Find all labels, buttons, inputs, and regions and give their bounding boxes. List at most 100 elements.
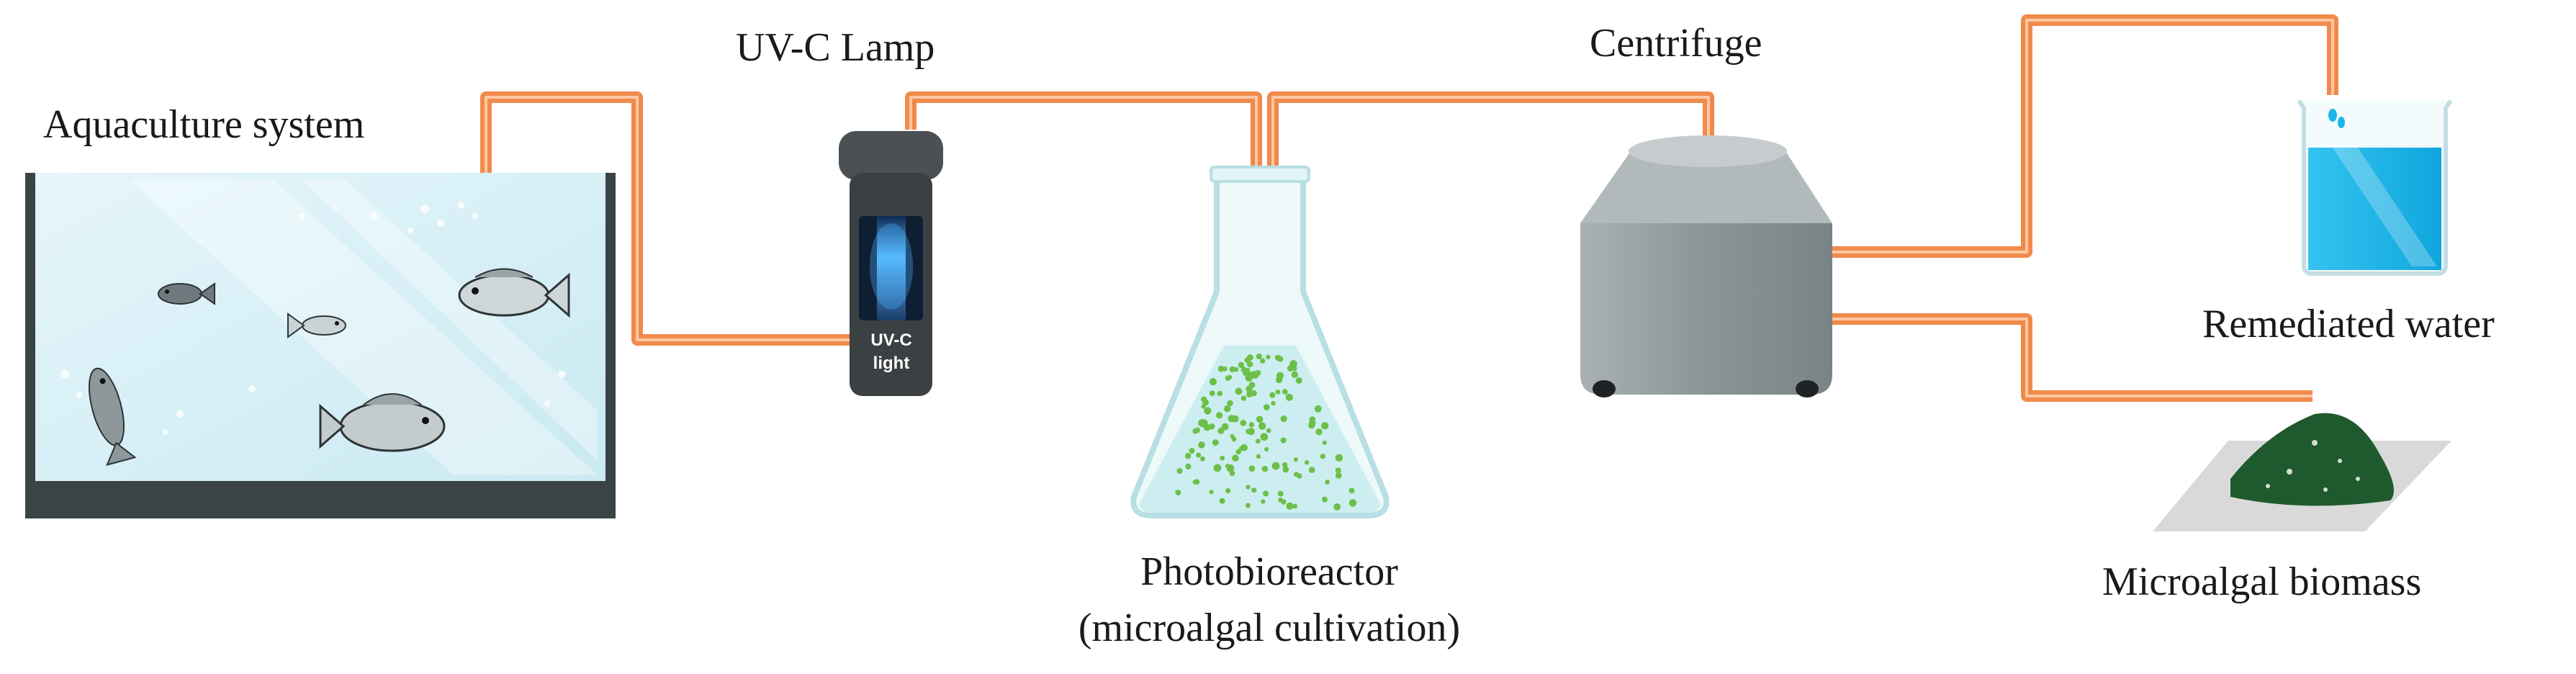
label-microalgal-biomass: Microalgal biomass — [2102, 560, 2421, 604]
algae-dot — [1217, 390, 1222, 397]
lamp-text-uvc: UV-C — [870, 331, 911, 350]
beaker-icon — [2297, 99, 2453, 276]
algae-dot — [1225, 375, 1231, 381]
fish-icon — [458, 268, 570, 318]
algae-dot — [1240, 420, 1247, 426]
algae-dot — [1335, 454, 1343, 462]
tank-glass-reflection — [130, 180, 598, 475]
tank-glass-reflection — [302, 180, 598, 461]
uv-halo — [870, 223, 913, 310]
algae-dot — [1260, 433, 1269, 441]
algae-dot — [1245, 503, 1251, 508]
algae-dot — [1321, 422, 1329, 430]
biomass-pile-icon — [2153, 413, 2451, 531]
algae-dot — [1227, 400, 1233, 407]
flask-rim — [1210, 166, 1310, 183]
algae-dot — [1223, 405, 1231, 413]
label-remediated-water: Remediated water — [2202, 302, 2495, 346]
algae-dot — [1285, 393, 1293, 401]
algae-dot — [1255, 369, 1261, 376]
centrifuge-foot — [1796, 380, 1819, 397]
algae-dot — [1314, 405, 1322, 413]
label-aquaculture-system: Aquaculture system — [43, 102, 364, 147]
algae-dot — [1209, 490, 1214, 495]
algae-dot — [1230, 433, 1235, 439]
algae-dot — [1309, 416, 1316, 423]
uv-lamp-icon: UV-C light — [839, 131, 943, 396]
algae-dot — [1220, 455, 1225, 461]
algae-dot — [1320, 454, 1325, 459]
tank-base — [25, 481, 616, 518]
algae-dot — [1282, 466, 1289, 473]
algae-dot — [1185, 452, 1192, 459]
algae-dot — [1229, 366, 1236, 373]
algae-dot — [1278, 497, 1283, 503]
algae-dot — [1292, 503, 1298, 509]
centrifuge-foot — [1593, 380, 1616, 397]
algae-dot — [1201, 404, 1206, 409]
algae-dot — [1348, 499, 1357, 507]
algae-dot — [1198, 441, 1205, 449]
algae-dot — [1277, 490, 1284, 497]
algae-dot — [1304, 460, 1310, 465]
algae-dot — [1225, 464, 1230, 469]
algae-dot — [1176, 468, 1183, 474]
algae-dot — [1238, 361, 1245, 369]
algae-dot — [1292, 366, 1297, 372]
lamp-cap — [839, 131, 943, 180]
algae-dot — [1315, 428, 1323, 436]
algae-dot — [1203, 423, 1211, 431]
algae-dot — [1261, 465, 1269, 472]
lamp-text-light: light — [873, 354, 910, 373]
fish-icon — [89, 367, 137, 467]
algae-dot — [1189, 448, 1195, 454]
algae-dot — [1198, 419, 1206, 427]
algae-dot — [1233, 367, 1239, 372]
algae-dot — [1263, 490, 1269, 497]
algae-dot — [1308, 423, 1314, 428]
algae-dot — [1219, 498, 1225, 504]
algae-dot — [1275, 390, 1281, 395]
algae-dot — [1245, 367, 1251, 372]
pipe-highlight — [1832, 318, 2312, 397]
pipe-network — [480, 14, 2338, 402]
algae-dot — [1271, 462, 1280, 470]
water-bubbles — [60, 202, 565, 435]
algae-dot — [1264, 446, 1269, 452]
algae-dot — [1282, 462, 1288, 468]
algae-dot — [1258, 422, 1266, 430]
tank-side-left — [25, 173, 35, 484]
algae-dot — [1322, 440, 1327, 445]
algae-dot — [1246, 387, 1251, 393]
algae-dot — [1200, 456, 1205, 462]
algae-dot — [1231, 415, 1239, 423]
algae-dot — [1217, 365, 1225, 372]
algae-dot — [1185, 463, 1192, 470]
algae-dot — [1256, 454, 1261, 459]
algae-dot — [1294, 472, 1300, 477]
pipe-lamp-to-flask — [905, 91, 1262, 216]
algae-dot — [1246, 485, 1251, 490]
algae-dot — [1196, 452, 1202, 458]
label-centrifuge: Centrifuge — [1590, 21, 1762, 66]
algae-dot — [1194, 427, 1200, 433]
algae-dot — [1251, 487, 1257, 493]
algae-dot — [1335, 472, 1342, 479]
algae-dot — [1291, 371, 1299, 378]
algae-dot — [1293, 457, 1298, 462]
pipe-highlight — [1832, 19, 2334, 253]
algae-dot — [1222, 366, 1228, 372]
algae-dot — [1248, 422, 1255, 428]
water-drop — [2328, 109, 2337, 122]
biomass-pile — [2230, 413, 2394, 506]
algae-dot — [1261, 499, 1266, 504]
erlenmeyer-flask-icon — [1130, 166, 1390, 518]
algae-dot — [1280, 437, 1287, 444]
algae-dot — [1269, 392, 1276, 398]
flask-liquid — [1139, 346, 1381, 513]
algae-dot — [1276, 372, 1284, 379]
algae-dot — [1335, 467, 1341, 474]
aquarium-tank-icon — [25, 173, 616, 518]
algae-dot — [1264, 404, 1270, 410]
centrifuge-lid-top — [1629, 135, 1787, 167]
